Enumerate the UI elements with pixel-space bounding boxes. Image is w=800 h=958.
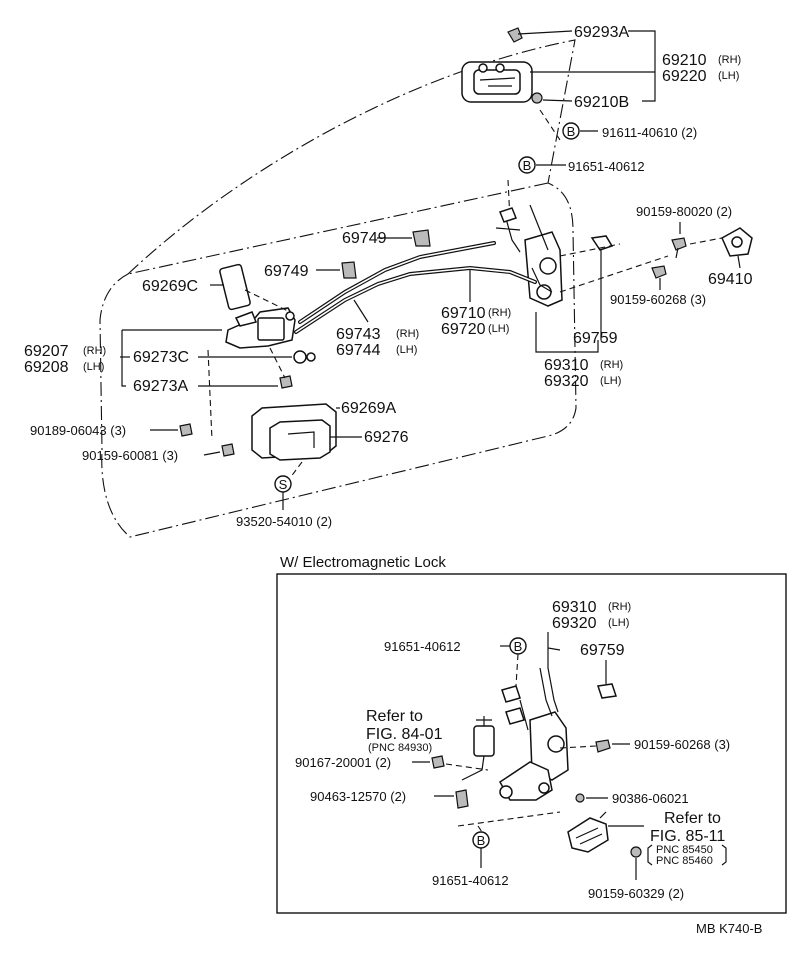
inset-label-69759: 69759 bbox=[580, 642, 625, 659]
inset-frame bbox=[276, 573, 787, 914]
label-69749-lower: 69749 bbox=[264, 263, 309, 280]
clip-69273C-part bbox=[293, 350, 316, 364]
door-lock-assembly-part bbox=[495, 204, 563, 307]
inset-bracket-69759-part bbox=[597, 683, 617, 699]
label-93520-54010: 93520-54010 (2) bbox=[236, 514, 332, 529]
label-69720-lh: (LH) bbox=[488, 323, 509, 335]
inset-bolt-b-marker-1: B bbox=[509, 637, 527, 655]
svg-text:S: S bbox=[279, 477, 288, 492]
screw-90159-60081-part bbox=[221, 443, 235, 457]
inset-label-69320: 69320 bbox=[552, 615, 597, 632]
inset-clip-90463-12570-part bbox=[455, 789, 469, 809]
label-69210-rh: (RH) bbox=[718, 54, 741, 66]
label-90159-60081: 90159-60081 (3) bbox=[82, 448, 178, 463]
label-69720: 69720 bbox=[441, 321, 486, 338]
screw-90159-60268-upper-part bbox=[651, 265, 667, 279]
label-69743-rh: (RH) bbox=[396, 328, 419, 340]
label-69744: 69744 bbox=[336, 342, 381, 359]
label-69269C: 69269C bbox=[142, 278, 198, 295]
label-69220-lh: (LH) bbox=[718, 70, 739, 82]
clip-69749-lower-part bbox=[341, 261, 357, 279]
inset-refer-84-01-line1: Refer to bbox=[366, 708, 423, 725]
label-69320-top: 69320 bbox=[544, 373, 589, 390]
label-69320-top-lh: (LH) bbox=[600, 375, 621, 387]
label-91611-40610: 91611-40610 (2) bbox=[602, 125, 697, 140]
svg-text:B: B bbox=[514, 639, 523, 654]
label-69293A: 69293A bbox=[574, 24, 629, 41]
inset-refer-84-01-pnc: (PNC 84930) bbox=[368, 742, 432, 754]
label-69276: 69276 bbox=[364, 429, 409, 446]
label-69743: 69743 bbox=[336, 326, 381, 343]
inset-label-69320-lh: (LH) bbox=[608, 617, 629, 629]
figure-reference-code: MB K740-B bbox=[696, 921, 762, 936]
inset-door-lock-assembly-part bbox=[499, 667, 569, 801]
label-69208: 69208 bbox=[24, 359, 69, 376]
inset-solenoid-85450-part bbox=[567, 811, 609, 853]
inset-bolt-b-marker-2: B bbox=[472, 831, 490, 849]
label-69207-rh: (RH) bbox=[83, 345, 106, 357]
inset-refer-85-11-line1: Refer to bbox=[664, 810, 721, 827]
svg-text:B: B bbox=[567, 124, 576, 139]
inset-label-69310: 69310 bbox=[552, 599, 597, 616]
inset-label-90159-60268: 90159-60268 (3) bbox=[634, 737, 730, 752]
inset-refer-85-11-pnc1: PNC 85450 bbox=[656, 844, 713, 856]
outside-handle-part bbox=[461, 61, 533, 103]
inset-screw-90386-06021-part bbox=[575, 793, 585, 803]
inset-label-90386-06021: 90386-06021 bbox=[612, 791, 689, 806]
inset-refer-84-01-line2: FIG. 84-01 bbox=[366, 726, 443, 743]
inset-screw-90159-60268-part bbox=[595, 739, 611, 753]
label-69208-lh: (LH) bbox=[83, 361, 104, 373]
label-69269A: 69269A bbox=[341, 400, 396, 417]
inside-handle-lever-part bbox=[225, 307, 296, 349]
inset-label-69310-rh: (RH) bbox=[608, 601, 631, 613]
inset-lock-actuator-84930-part bbox=[461, 716, 495, 781]
inset-label-90167-20001: 90167-20001 (2) bbox=[295, 755, 391, 770]
svg-text:B: B bbox=[523, 158, 532, 173]
lock-control-rods bbox=[294, 241, 537, 334]
inset-refer-85-11-pnc2: PNC 85460 bbox=[656, 855, 713, 867]
label-69710-rh: (RH) bbox=[488, 307, 511, 319]
door-lock-striker-69410-part bbox=[721, 227, 753, 257]
label-69210B: 69210B bbox=[574, 94, 629, 111]
screw-90159-80020-part bbox=[671, 237, 687, 259]
inset-label-90159-60329: 90159-60329 (2) bbox=[588, 886, 684, 901]
clip-69273A-part bbox=[279, 375, 293, 389]
label-69220: 69220 bbox=[662, 68, 707, 85]
label-90159-80020: 90159-80020 (2) bbox=[636, 204, 732, 219]
inset-screw-90159-60329-part bbox=[630, 846, 642, 858]
inset-label-91651-40612-a: 91651-40612 bbox=[384, 639, 461, 654]
inset-refer-85-11-line2: FIG. 85-11 bbox=[650, 828, 725, 845]
inset-label-90463-12570: 90463-12570 (2) bbox=[310, 789, 406, 804]
bolt-b-marker-2: B bbox=[518, 156, 536, 174]
cover-69276-part bbox=[269, 419, 331, 461]
inset-label-91651-40612-b: 91651-40612 bbox=[432, 873, 509, 888]
clip-69293A-part bbox=[507, 27, 523, 43]
label-69273A: 69273A bbox=[133, 378, 188, 395]
label-69207: 69207 bbox=[24, 343, 69, 360]
label-69310-top: 69310 bbox=[544, 357, 589, 374]
bolt-s-marker: S bbox=[274, 475, 292, 493]
inset-title: W/ Electromagnetic Lock bbox=[280, 554, 446, 571]
label-90159-60268-top: 90159-60268 (3) bbox=[610, 292, 706, 307]
label-69210: 69210 bbox=[662, 52, 707, 69]
label-69710: 69710 bbox=[441, 305, 486, 322]
clip-69749-upper-part bbox=[412, 229, 431, 247]
label-91651-40612-top: 91651-40612 bbox=[568, 159, 645, 174]
label-69744-lh: (LH) bbox=[396, 344, 417, 356]
bolt-b-marker-1: B bbox=[562, 122, 580, 140]
pad-69269C-part bbox=[219, 263, 251, 311]
inset-screw-90167-20001-part bbox=[431, 755, 445, 769]
door-panel-outline bbox=[99, 39, 577, 538]
label-69273C: 69273C bbox=[133, 349, 189, 366]
label-69749-upper: 69749 bbox=[342, 230, 387, 247]
svg-text:B: B bbox=[477, 833, 486, 848]
label-69410: 69410 bbox=[708, 271, 753, 288]
label-69310-top-rh: (RH) bbox=[600, 359, 623, 371]
screw-90189-06043-part bbox=[179, 423, 193, 437]
label-69759-top: 69759 bbox=[573, 330, 618, 347]
pad-69210B-part bbox=[531, 92, 543, 104]
label-90189-06043: 90189-06043 (3) bbox=[30, 423, 126, 438]
